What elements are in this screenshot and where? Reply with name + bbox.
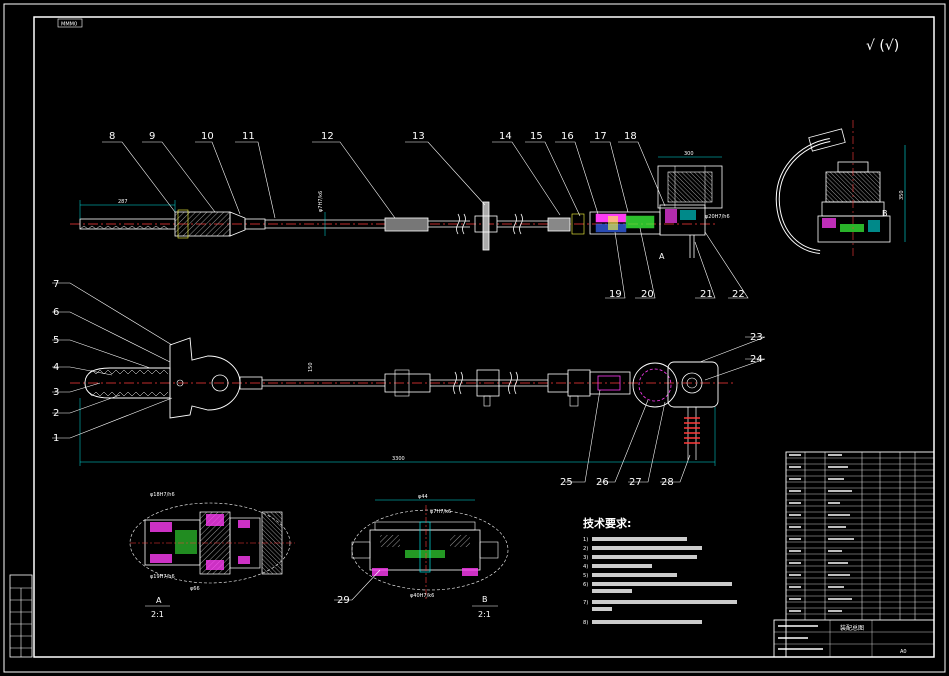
part-3: 3 bbox=[53, 387, 59, 398]
inner-border bbox=[33, 16, 935, 658]
dim-detail-b-fit: φ7H7/k6 bbox=[430, 509, 451, 515]
title-block-scale: A0 bbox=[900, 649, 907, 655]
part-21: 21 bbox=[700, 289, 713, 300]
part-24: 24 bbox=[750, 354, 763, 365]
dim-side-height: 350 bbox=[899, 190, 905, 200]
title-block-name: 装配总图 bbox=[840, 624, 864, 632]
part-12: 12 bbox=[321, 131, 334, 142]
side-view-b: 350 B bbox=[775, 120, 906, 258]
part-23: 23 bbox=[750, 332, 763, 343]
detail-a: φ18H7/h6 φ19H7/h6 φ66 A 2:1 bbox=[129, 492, 295, 619]
requirement-3: 3) bbox=[583, 555, 588, 561]
dim-head-fit: φ20H7/h6 bbox=[705, 214, 730, 220]
dim-total-length: 3300 bbox=[392, 456, 405, 462]
part-14: 14 bbox=[499, 131, 512, 142]
requirement-4: 4) bbox=[583, 564, 588, 570]
part-29: 29 bbox=[337, 595, 350, 606]
part-6: 6 bbox=[53, 307, 59, 318]
requirement-6: 6) bbox=[583, 582, 588, 588]
part-22: 22 bbox=[732, 289, 745, 300]
requirements-heading: 技术要求: bbox=[583, 516, 631, 530]
detail-b: φ44 φ7H7/k6 φ40H7/k6 29 B 2:1 bbox=[334, 494, 509, 619]
detail-b-label: B bbox=[482, 595, 488, 604]
dim-blade-length: 287 bbox=[118, 199, 128, 205]
roughness-mark: √ (√) bbox=[866, 38, 899, 54]
part-17: 17 bbox=[594, 131, 607, 142]
callouts-top bbox=[102, 141, 749, 299]
technical-requirements: 技术要求: 1) 2) 3) 4) 5) 6) 7) 8) bbox=[583, 516, 737, 626]
side-elevation-view: 287 φ7H7/k6 bbox=[70, 151, 730, 261]
dim-detail-a-fit1: φ18H7/h6 bbox=[150, 492, 175, 498]
part-15: 15 bbox=[530, 131, 543, 142]
part-7: 7 bbox=[53, 279, 59, 290]
part-11: 11 bbox=[242, 131, 255, 142]
part-20: 20 bbox=[641, 289, 654, 300]
view-b-label: B bbox=[882, 209, 888, 218]
dim-head-width: 300 bbox=[684, 151, 694, 157]
part-10: 10 bbox=[201, 131, 214, 142]
part-18: 18 bbox=[624, 131, 637, 142]
part-2: 2 bbox=[53, 408, 59, 419]
part-9: 9 bbox=[149, 131, 155, 142]
part-28: 28 bbox=[661, 477, 674, 488]
requirement-2: 2) bbox=[583, 546, 588, 552]
requirement-8: 8) bbox=[583, 620, 588, 626]
part-26: 26 bbox=[596, 477, 609, 488]
part-5: 5 bbox=[53, 335, 59, 346]
dim-detail-b-bottom: φ40H7/k6 bbox=[410, 593, 434, 599]
top-tag-box bbox=[57, 18, 83, 28]
part-19: 19 bbox=[609, 289, 622, 300]
title-block: 装配总图 A0 bbox=[773, 451, 935, 658]
callouts-plan bbox=[52, 282, 766, 483]
requirement-7: 7) bbox=[583, 600, 588, 606]
part-8: 8 bbox=[109, 131, 115, 142]
part-25: 25 bbox=[560, 477, 573, 488]
plan-view: 150 3300 bbox=[70, 337, 735, 466]
dim-detail-a-width: φ66 bbox=[190, 586, 200, 592]
view-a-label: A bbox=[659, 252, 665, 261]
detail-a-label: A bbox=[156, 596, 162, 605]
dim-mid-mark: 150 bbox=[308, 362, 314, 372]
part-16: 16 bbox=[561, 131, 574, 142]
part-13: 13 bbox=[412, 131, 425, 142]
side-stamp-column bbox=[9, 574, 33, 658]
top-tag: MMM0 bbox=[61, 22, 77, 28]
dim-detail-b-top: φ44 bbox=[418, 494, 428, 500]
detail-b-scale: 2:1 bbox=[478, 610, 491, 619]
outer-border bbox=[3, 3, 946, 673]
dim-shaft-fit: φ7H7/k6 bbox=[318, 191, 324, 212]
requirement-5: 5) bbox=[583, 573, 588, 579]
part-1: 1 bbox=[53, 433, 59, 444]
part-27: 27 bbox=[629, 477, 642, 488]
detail-a-scale: 2:1 bbox=[151, 610, 164, 619]
dim-detail-a-fit2: φ19H7/h6 bbox=[150, 574, 175, 580]
requirement-1: 1) bbox=[583, 537, 588, 543]
part-4: 4 bbox=[53, 362, 59, 373]
